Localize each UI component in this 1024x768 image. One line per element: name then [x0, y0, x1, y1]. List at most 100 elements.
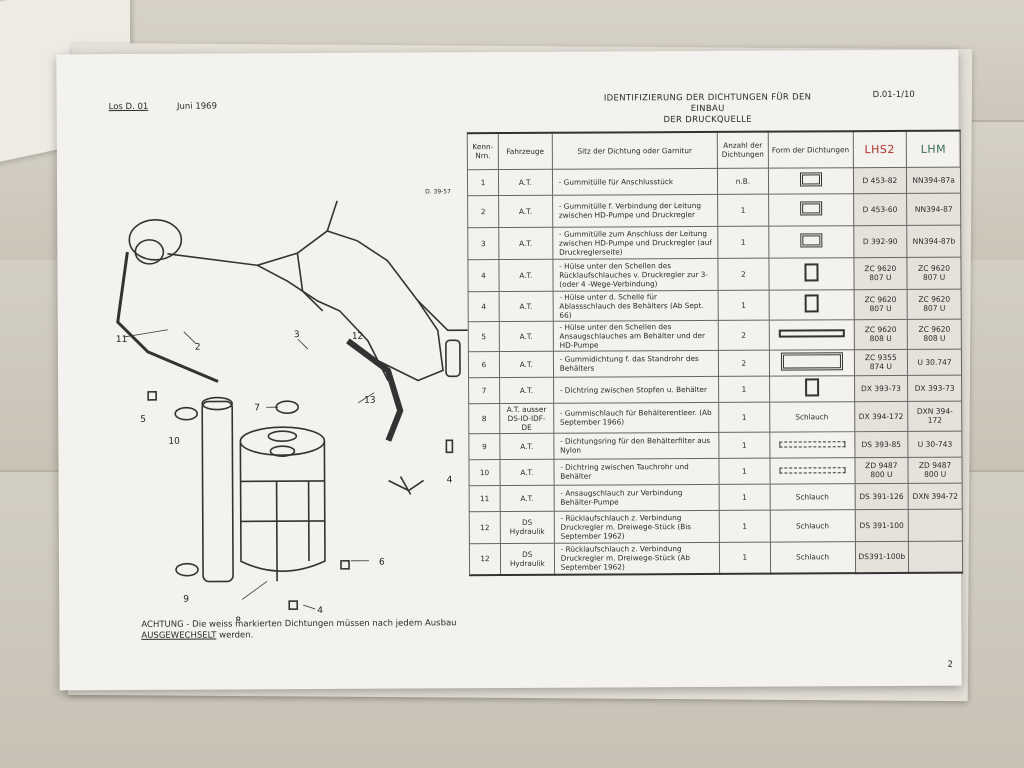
- seal-shape-icon: [799, 172, 822, 187]
- cell-kenn-nr: 1: [467, 169, 499, 196]
- callout-5: 5: [140, 415, 146, 425]
- cell-lhm: ZC 9620 807 U: [907, 288, 962, 319]
- return-line: [257, 264, 389, 381]
- cell-form: [769, 457, 855, 484]
- los-label: Los D. 01: [108, 101, 149, 113]
- cell-form: Schlauch: [770, 541, 856, 574]
- cell-lhs2: D 453-82: [852, 166, 907, 194]
- document-page: Los D. 01 Juni 1969 IDENTIFIZIERUNG DER …: [56, 49, 964, 691]
- cell-kenn-nr: 3: [467, 227, 499, 260]
- cell-lhm: DX 393-73: [907, 374, 962, 401]
- cell-lhs2: DS391-100b: [854, 540, 909, 574]
- callout-10: 10: [168, 437, 180, 447]
- cell-anzahl: 1: [718, 375, 770, 402]
- cell-lhs2: DX 393-73: [854, 374, 908, 402]
- cell-fahrzeuge: A.T.: [498, 194, 553, 228]
- seal-table: Kenn-Nrn. Fahrzeuge Sitz der Dichtung od…: [466, 129, 964, 577]
- callout-13: 13: [364, 396, 376, 406]
- cell-form: Schlauch: [769, 483, 855, 510]
- cell-anzahl: 1: [719, 541, 771, 574]
- cell-lhm: U 30.747: [907, 348, 962, 375]
- cell-lhs2: DS 391-126: [854, 482, 909, 510]
- cell-sitz: - Dichtungsring für den Behälterfilter a…: [553, 431, 719, 459]
- cell-lhs2: DS 391-100: [854, 508, 909, 542]
- cell-anzahl: 1: [718, 401, 770, 432]
- warning-note: ACHTUNG - Die weiss markierten Dichtunge…: [141, 618, 471, 642]
- cell-fahrzeuge: A.T. ausser DS-ID-IDF-DE: [499, 402, 554, 434]
- callout-11: 11: [116, 335, 128, 345]
- cell-sitz: - Hülse unter den Schellen des Ansaugsch…: [552, 319, 719, 351]
- cell-anzahl: 2: [717, 257, 769, 290]
- cell-anzahl: 1: [718, 289, 770, 320]
- callout-2: 2: [195, 343, 201, 353]
- header-left: Los D. 01 Juni 1969: [109, 102, 217, 113]
- cell-fahrzeuge: DS Hydraulik: [500, 510, 555, 544]
- col-fahrzeuge: Fahrzeuge: [498, 132, 553, 170]
- cell-sitz: - Gummitülle für Anschlusstück: [552, 167, 718, 195]
- cell-lhm: U 30-743: [908, 430, 962, 457]
- seal-shape-icon: [804, 294, 819, 313]
- callout-7: 7: [254, 403, 260, 413]
- cell-fahrzeuge: A.T.: [499, 350, 554, 378]
- cell-anzahl: 1: [718, 457, 770, 484]
- table-header-row: Kenn-Nrn. Fahrzeuge Sitz der Dichtung od…: [467, 130, 961, 170]
- document-code: D.01-1/10: [872, 89, 915, 101]
- cell-kenn-nr: 4: [468, 291, 500, 322]
- cell-kenn-nr: 12: [469, 543, 501, 576]
- cell-form: Schlauch: [769, 401, 855, 432]
- cell-sitz: - Rücklaufschlauch z. Verbindung Druckre…: [554, 541, 720, 575]
- date-label: Juni 1969: [176, 101, 218, 112]
- cell-anzahl: 1: [717, 225, 769, 258]
- cell-sitz: - Gummidichtung f. das Standrohr des Beh…: [553, 349, 719, 377]
- seal-shape-icon: [780, 352, 843, 371]
- note-suffix: werden.: [219, 630, 254, 641]
- callout-4b: 4: [317, 606, 323, 616]
- cell-lhs2: ZD 9487 800 U: [854, 456, 909, 484]
- callout-6: 6: [379, 558, 385, 568]
- title-line-2: DER DRUCKQUELLE: [663, 114, 752, 126]
- cell-kenn-nr: 5: [468, 321, 500, 352]
- callout-12: 12: [352, 332, 364, 342]
- cell-fahrzeuge: A.T.: [498, 168, 553, 196]
- cell-form: [769, 431, 855, 458]
- cell-form: [768, 289, 854, 320]
- cell-lhs2: D 392-90: [853, 224, 908, 258]
- seal-shape-icon: [779, 466, 846, 474]
- col-lhs2: LHS2: [852, 130, 907, 168]
- cell-lhm: ZC 9620 807 U: [907, 256, 962, 289]
- cell-form: [768, 225, 854, 258]
- cell-fahrzeuge: A.T.: [499, 376, 554, 404]
- note-emphasis: AUSGEWECHSELT: [141, 630, 217, 641]
- cell-anzahl: 1: [719, 483, 771, 510]
- cell-form: Schlauch: [770, 509, 855, 542]
- cell-form: [769, 319, 854, 350]
- cell-fahrzeuge: A.T.: [499, 290, 553, 322]
- cell-lhm: NN394-87b: [906, 224, 961, 257]
- cell-kenn-nr: 7: [468, 377, 500, 404]
- cell-sitz: - Rücklaufschlauch z. Verbindung Druckre…: [553, 509, 720, 543]
- cell-kenn-nr: 12: [469, 511, 501, 544]
- page-title: IDENTIFIZIERUNG DER DICHTUNGEN FÜR DEN E…: [593, 92, 823, 126]
- col-anzahl: Anzahl der Dichtungen: [717, 131, 769, 168]
- cell-lhm: DXN 394-172: [907, 400, 962, 431]
- cell-anzahl: 1: [718, 431, 770, 458]
- cell-fahrzeuge: A.T.: [499, 432, 554, 460]
- col-kenn-nrn: Kenn-Nrn.: [467, 133, 499, 170]
- cell-kenn-nr: 2: [467, 195, 499, 228]
- col-lhm: LHM: [906, 130, 961, 167]
- cell-fahrzeuge: A.T.: [499, 320, 554, 352]
- cell-sitz: - Dichtring zwischen Stopfen u. Behälter: [553, 375, 719, 403]
- pressure-line: [167, 200, 338, 267]
- cell-kenn-nr: 8: [468, 403, 500, 434]
